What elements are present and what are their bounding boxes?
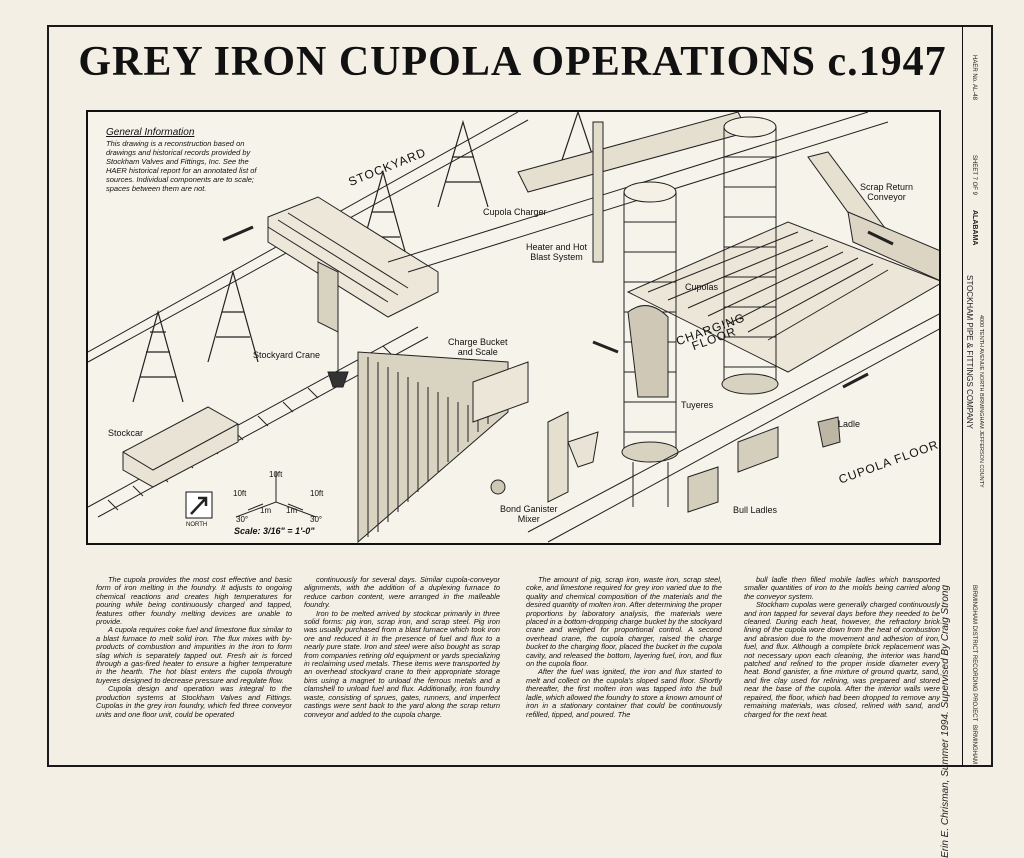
drawing-illustration: [88, 112, 939, 543]
label-charge-bucket-scale: Charge Bucket and Scale: [448, 337, 508, 357]
scale-angle-right: 30°: [310, 515, 323, 524]
drafter-credit: Erin E. Chrisman, Summer 1994. Supervise…: [940, 585, 951, 858]
text-column-1: The cupola provides the most cost effect…: [96, 576, 292, 761]
scale-10ft-left: 10ft: [233, 489, 247, 498]
scale-note: Scale: 3/16" = 1'-0": [234, 526, 315, 536]
text-column-2: continuously for several days. Similar c…: [304, 576, 500, 761]
scale-1m-left: 1m: [260, 506, 272, 515]
narrative-text: The cupola provides the most cost effect…: [86, 576, 941, 761]
city-name: BIRMINGHAM: [971, 725, 977, 764]
scale-angle-left: 30°: [236, 515, 249, 524]
label-stockyard-crane: Stockyard Crane: [253, 350, 321, 360]
paragraph: continuously for several days. Similar c…: [304, 576, 500, 610]
company-address: 4000 TENTH AVENUE NORTH BIRMINGHAM JEFFE…: [978, 315, 984, 488]
label-cupolas: Cupolas: [685, 282, 719, 292]
label-stockcar: Stockcar: [108, 428, 144, 438]
state-name: ALABAMA: [971, 210, 978, 246]
scale-10ft-right: 10ft: [310, 489, 324, 498]
label-bond-ganister-mixer: Bond Ganister Mixer: [500, 504, 558, 524]
paragraph: A cupola requires coke fuel and limeston…: [96, 625, 292, 685]
drawing-sheet-border: [47, 25, 993, 767]
page-title: GREY IRON CUPOLA OPERATIONS c.1947: [78, 39, 947, 85]
paragraph: The amount of pig, scrap iron, waste iro…: [526, 576, 722, 669]
text-column-4: bull ladle then filled mobile ladles whi…: [744, 576, 940, 761]
scale-10ft-top: 10ft: [269, 470, 283, 479]
isometric-drawing: General Information This drawing is a re…: [86, 110, 941, 545]
project-name: BIRMINGHAM DISTRICT RECORDING PROJECT: [971, 585, 977, 722]
paragraph: After the fuel was ignited, the iron and…: [526, 667, 722, 719]
company-name: STOCKHAM PIPE & FITTINGS COMPANY: [965, 275, 974, 429]
paragraph: Iron to be melted arrived by stockcar pr…: [304, 608, 500, 719]
sheet-number: SHEET 7 OF 9: [971, 155, 977, 195]
paragraph: Cupola design and operation was integral…: [96, 684, 292, 719]
scale-1m-right: 1m: [286, 506, 298, 515]
label-ladle: Ladle: [838, 419, 861, 429]
text-column-3: The amount of pig, scrap iron, waste iro…: [526, 576, 722, 761]
label-bull-ladles: Bull Ladles: [733, 505, 778, 515]
title-block: HAER No. AL-48 SHEET 7 OF 9 ALABAMA STOC…: [962, 25, 993, 767]
label-heater-hot-blast: Heater and Hot Blast System: [526, 242, 588, 262]
label-cupola-charger: Cupola Charger: [483, 207, 547, 217]
haer-number: HAER No. AL-48: [971, 55, 977, 101]
general-information-note: General Information This drawing is a re…: [106, 127, 266, 194]
label-scrap-return-conveyor: Scrap Return Conveyor: [860, 182, 914, 202]
north-arrow-label: NORTH: [186, 522, 208, 528]
general-information-text: This drawing is a reconstruction based o…: [106, 139, 257, 193]
paragraph: Stockham cupolas were generally charged …: [744, 600, 940, 719]
general-information-heading: General Information: [106, 127, 195, 138]
paragraph: bull ladle then filled mobile ladles whi…: [744, 576, 940, 601]
paragraph: The cupola provides the most cost effect…: [96, 576, 292, 627]
label-tuyeres: Tuyeres: [681, 400, 714, 410]
